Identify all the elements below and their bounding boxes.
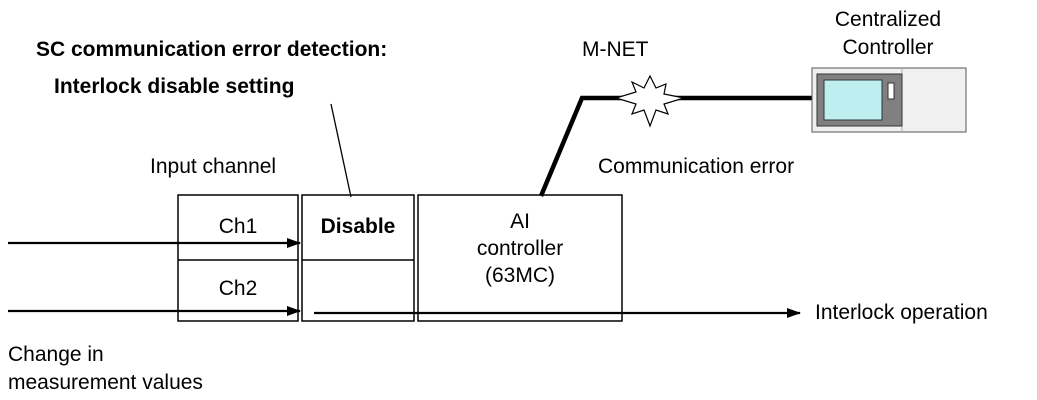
interlock-operation-label: Interlock operation (815, 301, 988, 324)
change-label-line-2: measurement values (8, 371, 203, 394)
title-pointer-line (330, 103, 352, 198)
title-line-1: SC communication error detection: (36, 38, 388, 61)
ai-controller-line-2: controller (476, 237, 564, 260)
centralized-controller-line-1: Centralized (834, 8, 942, 31)
ai-controller-box (417, 194, 623, 322)
input-channel-label: Input channel (150, 155, 277, 178)
ai-controller-line-1: AI (510, 210, 530, 233)
centralized-controller-icon (811, 67, 967, 133)
title-line-2: Interlock disable setting (54, 75, 295, 98)
mnet-cable (538, 95, 818, 197)
ch1-label: Ch1 (218, 215, 258, 238)
disable-box (301, 194, 415, 322)
disable-label: Disable (320, 215, 396, 238)
centralized-controller-line-2: Controller (842, 36, 934, 59)
communication-error-label: Communication error (598, 155, 795, 178)
communication-error-burst-icon (613, 74, 685, 128)
change-label-line-1: Change in (8, 343, 104, 366)
ch2-label: Ch2 (218, 277, 258, 300)
mnet-label: M-NET (582, 38, 649, 61)
ai-controller-line-3: (63MC) (484, 264, 555, 287)
input-channel-box (177, 194, 299, 322)
